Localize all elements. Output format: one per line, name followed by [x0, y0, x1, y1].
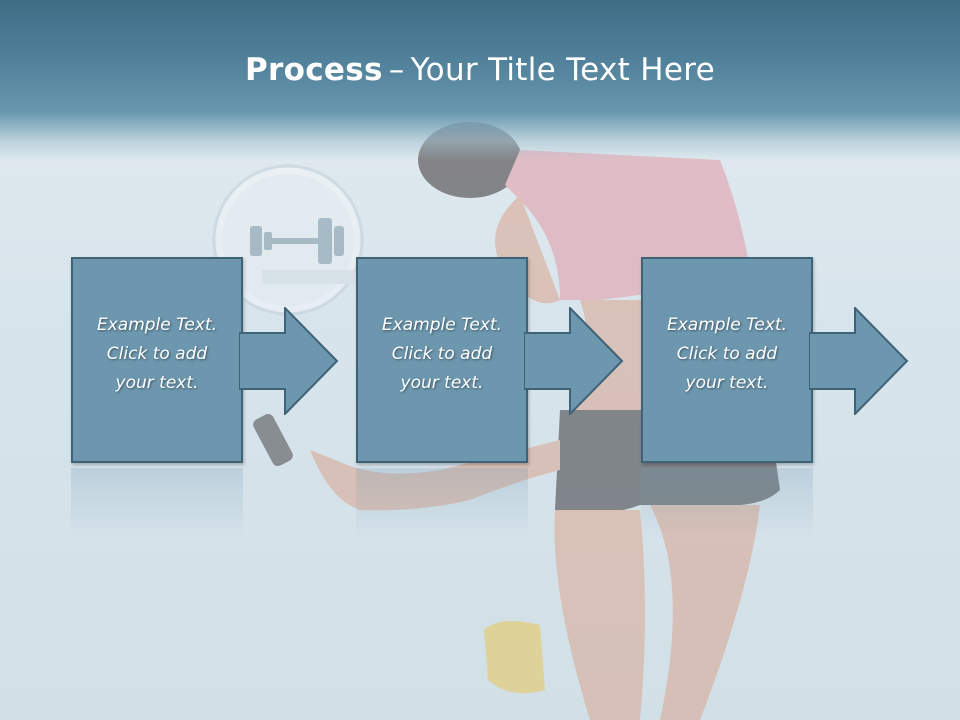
- step-box[interactable]: [356, 257, 528, 463]
- step-text-line: your text.: [400, 373, 484, 393]
- step-text[interactable]: Example Text. Click to add your text.: [356, 311, 528, 398]
- step-box[interactable]: [71, 257, 243, 463]
- title-text: Your Title Text Here: [410, 52, 715, 88]
- step-text-line: Click to add: [391, 344, 493, 364]
- process-step-2[interactable]: Example Text. Click to add your text.: [356, 257, 626, 467]
- process-step-1[interactable]: Example Text. Click to add your text.: [71, 257, 341, 467]
- step-reflection: [356, 468, 528, 538]
- step-arrow-icon: [809, 307, 909, 415]
- slide-title[interactable]: Process–Your Title Text Here: [0, 52, 960, 88]
- step-text-line: Example Text.: [96, 315, 218, 335]
- header-band: [0, 0, 960, 160]
- title-bold: Process: [245, 52, 383, 88]
- dumbbell-icon: [212, 164, 372, 316]
- step-arrow-icon: [239, 307, 339, 415]
- title-separator: –: [388, 52, 405, 88]
- step-reflection: [641, 468, 813, 538]
- step-text-line: Click to add: [676, 344, 778, 364]
- step-text-line: your text.: [115, 373, 199, 393]
- step-reflection: [71, 468, 243, 538]
- step-text-line: your text.: [685, 373, 769, 393]
- step-text-line: Example Text.: [381, 315, 503, 335]
- step-arrow-icon: [524, 307, 624, 415]
- step-text-line: Click to add: [106, 344, 208, 364]
- step-text-line: Example Text.: [666, 315, 788, 335]
- step-text[interactable]: Example Text. Click to add your text.: [641, 311, 813, 398]
- process-step-3[interactable]: Example Text. Click to add your text.: [641, 257, 911, 467]
- step-text[interactable]: Example Text. Click to add your text.: [71, 311, 243, 398]
- step-box[interactable]: [641, 257, 813, 463]
